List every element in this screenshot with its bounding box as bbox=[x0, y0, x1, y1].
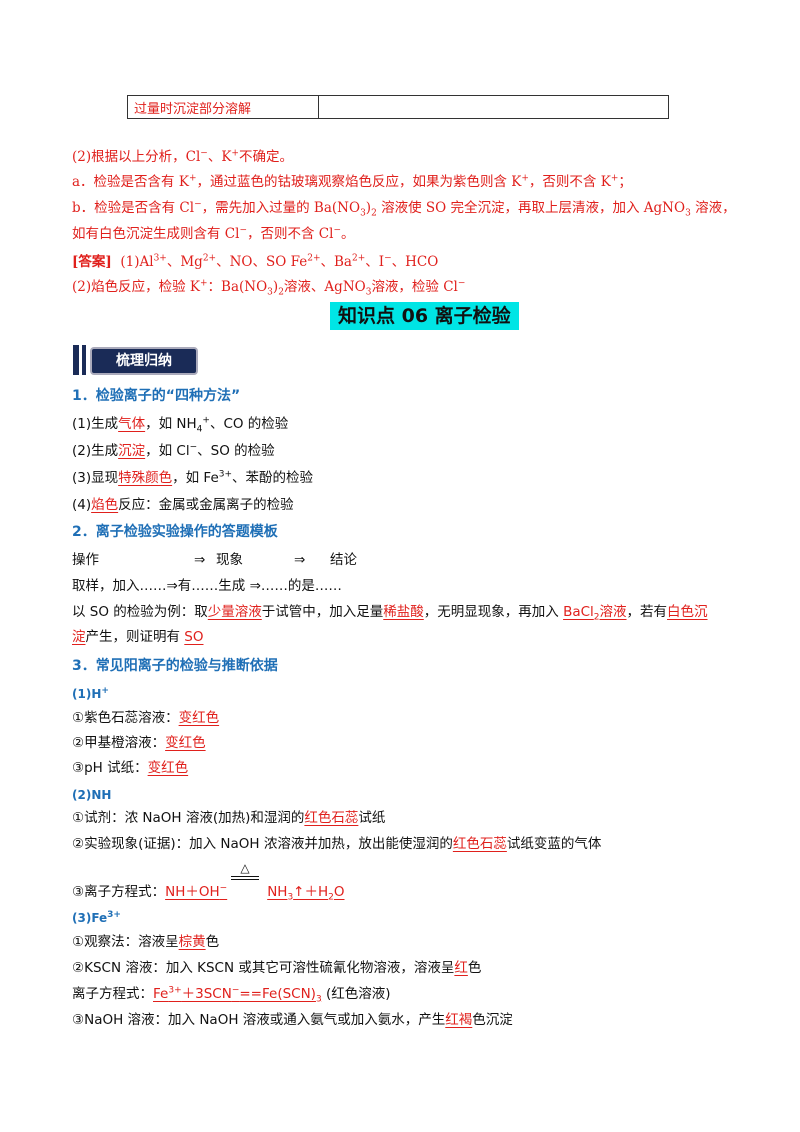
heating-equals-sign: △ bbox=[231, 862, 259, 880]
section-title: 1．检验离子的“四种方法” bbox=[72, 388, 241, 404]
answer-label: [答案] bbox=[72, 254, 112, 270]
list-item: ②KSCN 溶液：加入 KSCN 或其它可溶性硫氰化物溶液，溶液呈红色 bbox=[72, 960, 482, 976]
list-item: ②实验现象(证据)：加入 NaOH 浓溶液并加热，放出能使湿润的红色石蕊试纸变蓝… bbox=[72, 836, 602, 852]
sub-title: (2)NH bbox=[72, 788, 112, 802]
template-row: 取样，加入……⇒有……生成 ⇒……的是…… bbox=[72, 578, 342, 594]
list-item: (1)生成气体，如 NH4+、CO 的检验 bbox=[72, 415, 289, 435]
list-item: ③NaOH 溶液：加入 NaOH 溶液或通入氨气或加入氨水，产生红褐色沉淀 bbox=[72, 1012, 513, 1028]
answer-line: (2)焰色反应，检验 K+：Ba(NO3)2溶液、AgNO3溶液，检验 Cl− bbox=[72, 278, 466, 298]
list-item: ①观察法：溶液呈棕黄色 bbox=[72, 934, 220, 950]
list-item: ②甲基橙溶液：变红色 bbox=[72, 735, 206, 751]
list-item: ①紫色石蕊溶液：变红色 bbox=[72, 710, 220, 726]
section-title: 2．离子检验实验操作的答题模板 bbox=[72, 524, 278, 540]
list-item: (3)显现特殊颜色，如 Fe3+、苯酚的检验 bbox=[72, 469, 314, 486]
sub-title: (3)Fe3+ bbox=[72, 910, 121, 926]
example-line: 淀产生，则证明有 SO bbox=[72, 629, 204, 645]
analysis-line: a．检验是否含有 K+，通过蓝色的钴玻璃观察焰色反应，如果为紫色则含 K+，否则… bbox=[72, 173, 632, 190]
list-item: (4)焰色反应：金属或金属离子的检验 bbox=[72, 497, 294, 513]
equation-line: 离子方程式：Fe3+＋3SCN−==Fe(SCN)3 (红色溶液) bbox=[72, 985, 391, 1005]
example-line: 以 SO 的检验为例：取少量溶液于试管中，加入足量稀盐酸，无明显现象，再加入 B… bbox=[72, 604, 708, 623]
sub-title: (1)H+ bbox=[72, 686, 109, 702]
section-badge: 梳理归纳 bbox=[73, 345, 198, 375]
list-item: (2)生成沉淀，如 Cl−、SO 的检验 bbox=[72, 442, 275, 459]
triangle-icon: △ bbox=[240, 861, 250, 875]
list-item: ①试剂：浓 NaOH 溶液(加热)和湿润的红色石蕊试纸 bbox=[72, 810, 386, 826]
analysis-line: (2)根据以上分析，Cl−、K+不确定。 bbox=[72, 148, 293, 165]
template-header: 操作⇒现象⇒结论 bbox=[72, 552, 357, 568]
answer-line: [答案] (1)Al3+、Mg2+、NO、SO Fe2+、Ba2+、I−、HCO bbox=[72, 253, 439, 270]
section-title: 3．常见阳离子的检验与推断依据 bbox=[72, 658, 278, 674]
result-table: 过量时沉淀部分溶解 bbox=[127, 95, 669, 119]
table-cell: 过量时沉淀部分溶解 bbox=[127, 95, 319, 119]
badge-label: 梳理归纳 bbox=[90, 347, 198, 375]
equation-line: ③离子方程式：NH＋OH−NH3↑＋H2O bbox=[72, 883, 345, 903]
knowledge-point-title: 知识点 06 离子检验 bbox=[330, 302, 519, 330]
analysis-line: 如有白色沉淀生成则含有 Cl−，否则不含 Cl−。 bbox=[72, 225, 355, 242]
analysis-line: b．检验是否含有 Cl−，需先加入过量的 Ba(NO3)2 溶液使 SO 完全沉… bbox=[72, 199, 736, 219]
table-cell bbox=[318, 95, 669, 119]
list-item: ③pH 试纸：变红色 bbox=[72, 760, 189, 776]
